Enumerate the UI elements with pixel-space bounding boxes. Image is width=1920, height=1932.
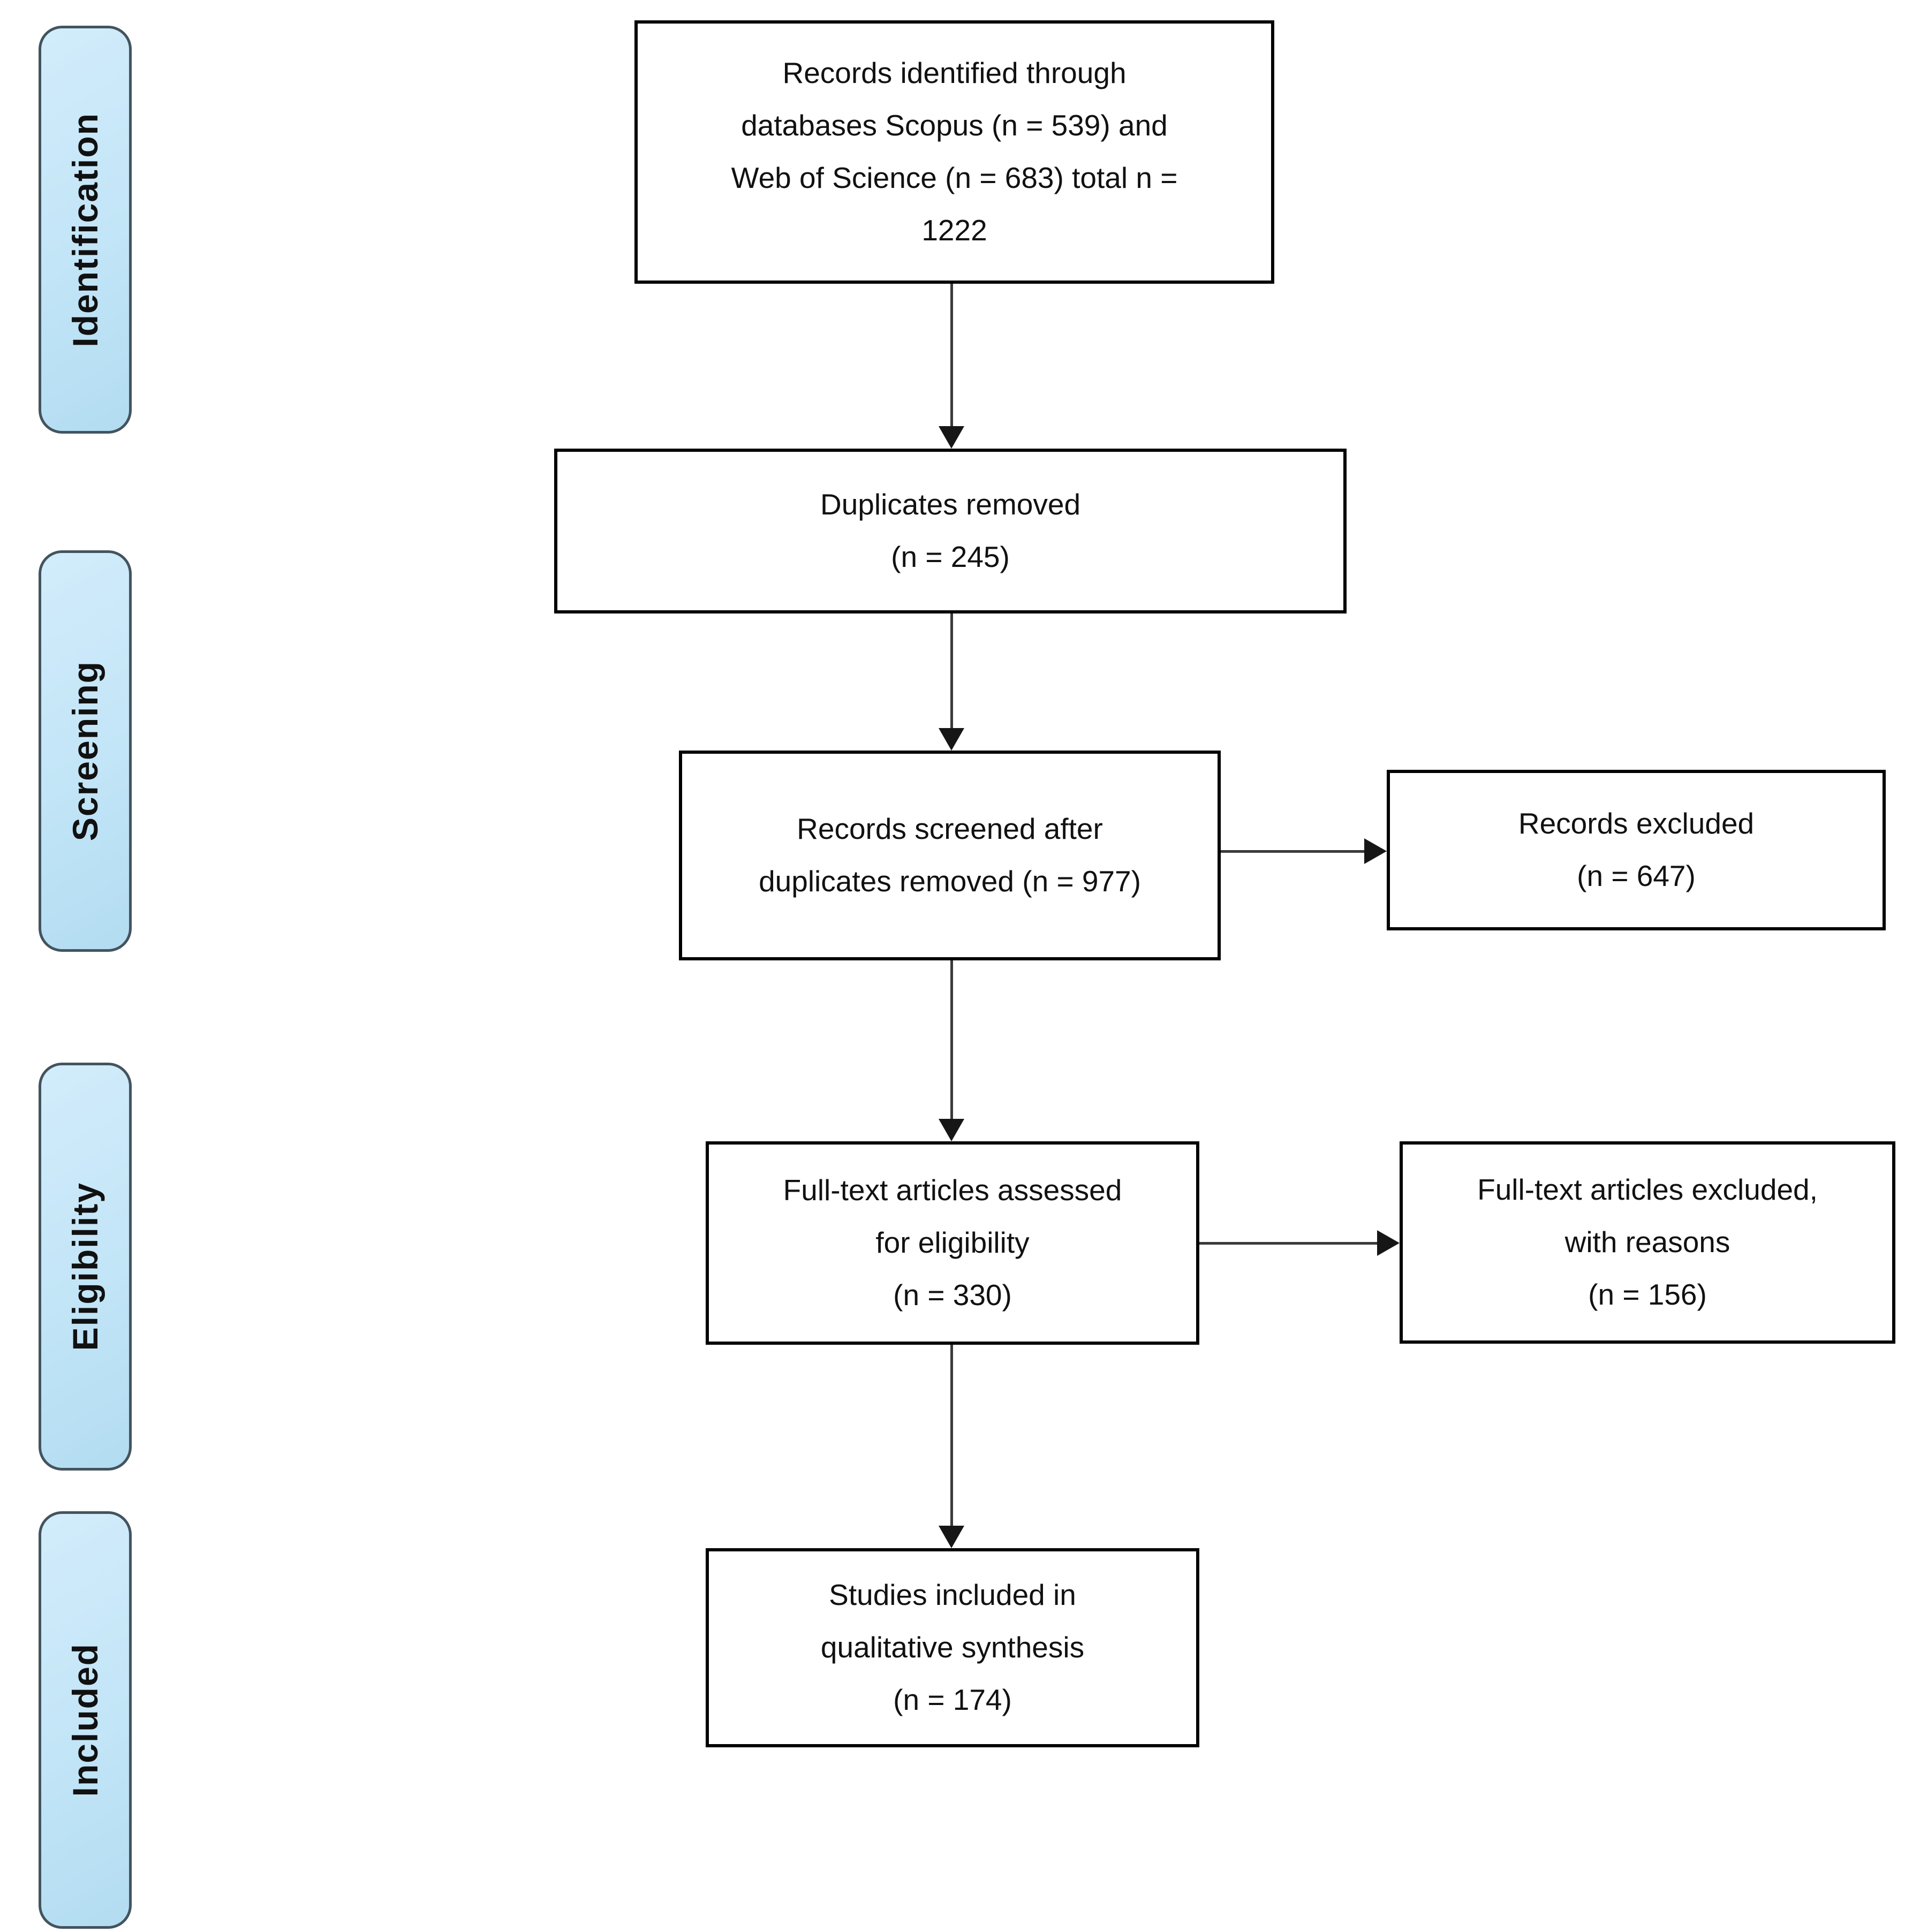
box-records-screened: Records screened after duplicates remove… xyxy=(679,751,1221,960)
box-fulltext-assessed: Full-text articles assessed for eligibil… xyxy=(706,1141,1199,1345)
box-records-identified-line-2: databases Scopus (n = 539) and xyxy=(741,109,1168,142)
arrow-down-icon xyxy=(939,1526,964,1548)
box-records-screened-line-1: Records screened after xyxy=(797,812,1103,846)
arrow-right-icon xyxy=(1377,1230,1400,1256)
box-fulltext-excluded-line-1: Full-text articles excluded, xyxy=(1477,1173,1818,1207)
box-duplicates-removed-line-2: (n = 245) xyxy=(891,540,1010,573)
box-records-excluded-line-2: (n = 647) xyxy=(1577,859,1696,892)
box-fulltext-excluded: Full-text articles excluded, with reason… xyxy=(1400,1141,1895,1344)
arrow-screened-to-fulltext-line xyxy=(950,960,953,1119)
arrow-identified-to-duplicates-line xyxy=(950,284,953,427)
box-records-screened-line-2: duplicates removed (n = 977) xyxy=(759,865,1141,898)
box-studies-included-line-1: Studies included in xyxy=(829,1578,1076,1612)
box-duplicates-removed: Duplicates removed (n = 245) xyxy=(554,449,1347,613)
arrow-fulltext-to-excluded-line xyxy=(1199,1242,1377,1245)
stage-label-screening: Screening xyxy=(39,550,132,952)
box-records-identified-line-3: Web of Science (n = 683) total n = xyxy=(731,161,1178,194)
box-records-identified: Records identified through databases Sco… xyxy=(634,20,1274,284)
box-fulltext-assessed-line-3: (n = 330) xyxy=(893,1278,1012,1312)
stage-label-identification-text: Identification xyxy=(65,112,105,347)
arrow-fulltext-to-included-line xyxy=(950,1345,953,1526)
box-fulltext-assessed-line-1: Full-text articles assessed xyxy=(783,1173,1122,1207)
box-records-excluded-line-1: Records excluded xyxy=(1518,807,1755,840)
arrow-down-icon xyxy=(939,426,964,449)
box-duplicates-removed-line-1: Duplicates removed xyxy=(820,488,1081,521)
box-studies-included: Studies included in qualitative synthesi… xyxy=(706,1548,1199,1747)
box-records-excluded: Records excluded (n = 647) xyxy=(1387,770,1886,930)
stage-label-identification: Identification xyxy=(39,26,132,434)
arrow-right-icon xyxy=(1364,838,1387,864)
box-studies-included-line-3: (n = 174) xyxy=(893,1683,1012,1716)
box-fulltext-assessed-line-2: for eligibility xyxy=(875,1226,1030,1260)
arrow-screened-to-excluded-line xyxy=(1221,850,1364,853)
stage-label-included: Included xyxy=(39,1511,132,1929)
box-records-identified-line-1: Records identified through xyxy=(782,56,1127,90)
box-fulltext-excluded-line-2: with reasons xyxy=(1564,1225,1730,1259)
stage-label-included-text: Included xyxy=(65,1643,105,1797)
stage-label-screening-text: Screening xyxy=(65,661,105,842)
box-records-identified-line-4: 1222 xyxy=(921,213,987,247)
box-studies-included-line-2: qualitative synthesis xyxy=(820,1631,1085,1664)
box-fulltext-excluded-line-3: (n = 156) xyxy=(1588,1277,1707,1311)
stage-label-eligibility: Eligibility xyxy=(39,1063,132,1471)
stage-label-eligibility-text: Eligibility xyxy=(65,1182,105,1351)
arrow-down-icon xyxy=(939,1119,964,1141)
arrow-duplicates-to-screened-line xyxy=(950,613,953,728)
arrow-down-icon xyxy=(939,728,964,751)
